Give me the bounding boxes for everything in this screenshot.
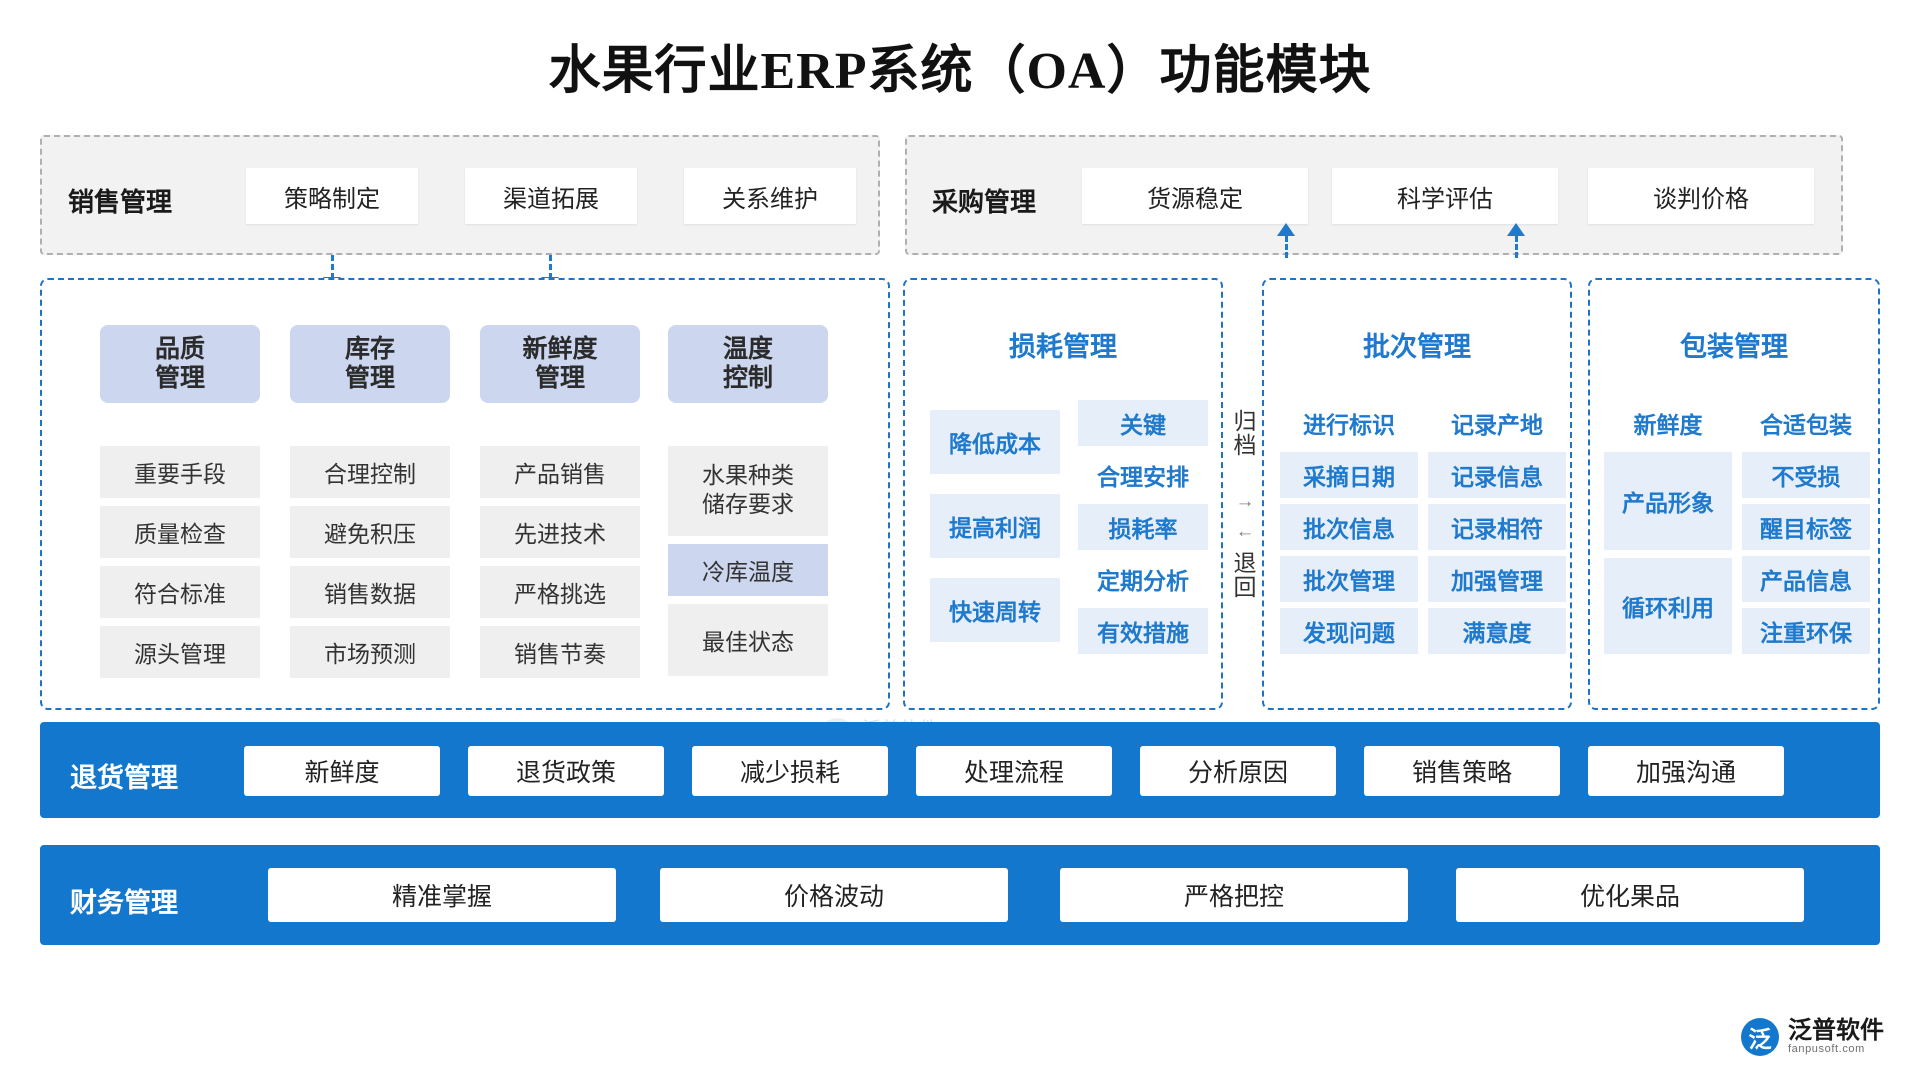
- returns-chip-2[interactable]: 减少损耗: [692, 746, 888, 796]
- company-name: 泛普软件: [1788, 1017, 1884, 1044]
- batch-left-cell-4[interactable]: 发现问题: [1280, 608, 1418, 654]
- module-head-temperature: 温度 控制: [668, 325, 828, 403]
- loss-left-cell-2[interactable]: 快速周转: [930, 578, 1060, 642]
- page-title: 水果行业ERP系统（OA）功能模块: [548, 43, 1372, 100]
- arrow-up-icon-1: [1277, 223, 1295, 236]
- right-arrow-icon: →: [1235, 491, 1255, 512]
- purchase-chip-1[interactable]: 科学评估: [1332, 168, 1558, 224]
- returns-chip-5[interactable]: 销售策略: [1364, 746, 1560, 796]
- sales-chip-0[interactable]: 策略制定: [246, 168, 418, 224]
- module-head-inventory-l2: 管理: [344, 365, 395, 392]
- quality-cell-2[interactable]: 符合标准: [100, 566, 260, 618]
- inventory-cell-2[interactable]: 销售数据: [290, 566, 450, 618]
- packaging-management-title: 包装管理: [1680, 332, 1788, 362]
- batch-right-cell-2[interactable]: 记录相符: [1428, 504, 1566, 550]
- returns-chip-1[interactable]: 退货政策: [468, 746, 664, 796]
- sales-chip-2[interactable]: 关系维护: [684, 168, 856, 224]
- company-logo-icon: 泛: [1741, 1018, 1779, 1056]
- sales-management-label: 销售管理: [68, 188, 173, 217]
- arrow-up-icon-2: [1507, 223, 1525, 236]
- packaging-right-cell-0[interactable]: 合适包装: [1760, 413, 1852, 438]
- batch-right-cell-4[interactable]: 满意度: [1428, 608, 1566, 654]
- finance-chip-2[interactable]: 严格把控: [1060, 868, 1408, 922]
- loss-left-cell-1[interactable]: 提高利润: [930, 494, 1060, 558]
- batch-left-cell-0[interactable]: 进行标识: [1303, 413, 1395, 438]
- company-logo-text: 泛普软件 fanpusoft.com: [1788, 1017, 1884, 1056]
- packaging-left-cell-0[interactable]: 新鲜度: [1633, 413, 1703, 438]
- purchase-management-label: 采购管理: [932, 188, 1037, 217]
- return-label: 退回: [1233, 551, 1257, 601]
- purchase-chip-0[interactable]: 货源稳定: [1082, 168, 1308, 224]
- freshness-cell-0[interactable]: 产品销售: [480, 446, 640, 498]
- archive-label: 归档: [1233, 409, 1257, 459]
- batch-left-cell-1[interactable]: 采摘日期: [1280, 452, 1418, 498]
- connector-packaging-purchase: [1515, 236, 1518, 258]
- freshness-cell-3[interactable]: 销售节奏: [480, 626, 640, 678]
- module-head-freshness-l2: 管理: [534, 365, 585, 392]
- batch-left-cell-3[interactable]: 批次管理: [1280, 556, 1418, 602]
- returns-management-label: 退货管理: [70, 763, 178, 793]
- finance-chip-3[interactable]: 优化果品: [1456, 868, 1804, 922]
- temperature-cell-0-l1: 水果种类: [702, 463, 794, 489]
- connector-batch-purchase: [1285, 236, 1288, 258]
- module-head-inventory-l1: 库存: [344, 335, 395, 363]
- batch-right-cell-3[interactable]: 加强管理: [1428, 556, 1566, 602]
- module-head-quality-l1: 品质: [154, 335, 205, 363]
- temperature-cell-0-l2: 储存要求: [702, 492, 794, 517]
- connector-sales-fresh: [549, 255, 552, 279]
- module-head-freshness: 新鲜度 管理: [480, 325, 640, 403]
- company-logo: 泛 泛普软件 fanpusoft.com: [1741, 1018, 1884, 1056]
- loss-right-cell-0[interactable]: 关键: [1078, 400, 1208, 446]
- returns-chip-4[interactable]: 分析原因: [1140, 746, 1336, 796]
- loss-left-cell-0[interactable]: 降低成本: [930, 410, 1060, 474]
- returns-chip-6[interactable]: 加强沟通: [1588, 746, 1784, 796]
- loss-right-cell-4[interactable]: 有效措施: [1078, 608, 1208, 654]
- left-arrow-icon: ←: [1235, 521, 1255, 542]
- packaging-right-cell-1[interactable]: 不受损: [1742, 452, 1870, 498]
- company-url: fanpusoft.com: [1788, 1042, 1865, 1055]
- quality-cell-3[interactable]: 源头管理: [100, 626, 260, 678]
- module-head-inventory: 库存 管理: [290, 325, 450, 403]
- module-head-temperature-l1: 温度: [722, 335, 773, 363]
- inventory-cell-3[interactable]: 市场预测: [290, 626, 450, 678]
- batch-right-cell-1[interactable]: 记录信息: [1428, 452, 1566, 498]
- module-head-quality: 品质 管理: [100, 325, 260, 403]
- connector-sales-quality: [331, 255, 334, 279]
- module-head-temperature-l2: 控制: [722, 365, 773, 392]
- temperature-cell-2[interactable]: 最佳状态: [668, 604, 828, 676]
- temperature-cell-0[interactable]: 水果种类 储存要求: [668, 446, 828, 536]
- batch-left-cell-2[interactable]: 批次信息: [1280, 504, 1418, 550]
- purchase-chip-2[interactable]: 谈判价格: [1588, 168, 1814, 224]
- freshness-cell-1[interactable]: 先进技术: [480, 506, 640, 558]
- batch-management-title: 批次管理: [1363, 332, 1471, 362]
- loss-management-title: 损耗管理: [1009, 332, 1117, 362]
- temperature-cell-1[interactable]: 冷库温度: [668, 544, 828, 596]
- packaging-right-cell-2[interactable]: 醒目标签: [1742, 504, 1870, 550]
- sales-chip-1[interactable]: 渠道拓展: [465, 168, 637, 224]
- freshness-cell-2[interactable]: 严格挑选: [480, 566, 640, 618]
- batch-right-cell-0[interactable]: 记录产地: [1451, 413, 1543, 438]
- finance-chip-1[interactable]: 价格波动: [660, 868, 1008, 922]
- quality-cell-1[interactable]: 质量检查: [100, 506, 260, 558]
- finance-management-label: 财务管理: [70, 888, 178, 918]
- returns-chip-0[interactable]: 新鲜度: [244, 746, 440, 796]
- loss-right-cell-2[interactable]: 损耗率: [1078, 504, 1208, 550]
- loss-right-cell-1[interactable]: 合理安排: [1097, 465, 1189, 490]
- packaging-right-cell-3[interactable]: 产品信息: [1742, 556, 1870, 602]
- returns-chip-3[interactable]: 处理流程: [916, 746, 1112, 796]
- finance-chip-0[interactable]: 精准掌握: [268, 868, 616, 922]
- quality-cell-0[interactable]: 重要手段: [100, 446, 260, 498]
- packaging-left-cell-2[interactable]: 循环利用: [1604, 558, 1732, 654]
- packaging-right-cell-4[interactable]: 注重环保: [1742, 608, 1870, 654]
- loss-right-cell-3[interactable]: 定期分析: [1097, 569, 1189, 594]
- module-head-quality-l2: 管理: [154, 365, 205, 392]
- inventory-cell-0[interactable]: 合理控制: [290, 446, 450, 498]
- module-head-freshness-l1: 新鲜度: [522, 335, 598, 363]
- inventory-cell-1[interactable]: 避免积压: [290, 506, 450, 558]
- packaging-left-cell-1[interactable]: 产品形象: [1604, 452, 1732, 550]
